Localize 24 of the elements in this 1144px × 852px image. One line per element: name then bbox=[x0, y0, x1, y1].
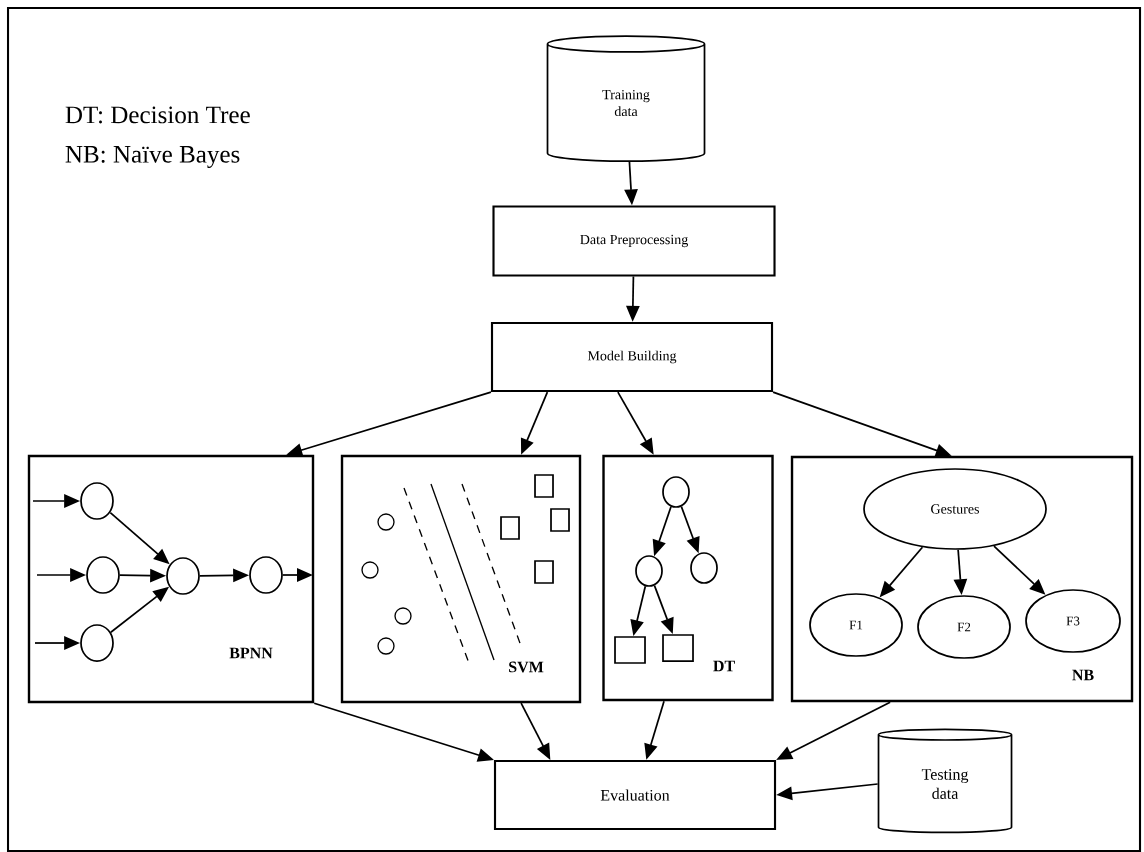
neuron-circle bbox=[86, 556, 120, 594]
process-box: Model Building bbox=[490, 321, 774, 393]
database-cylinder: Testing data bbox=[877, 728, 1013, 834]
abbreviation-note: DT: Decision Tree bbox=[65, 106, 250, 124]
model-panel: SVM bbox=[340, 454, 582, 704]
ellipse-node: Gestures bbox=[863, 468, 1047, 550]
neuron-circle bbox=[80, 482, 114, 520]
neuron-circle bbox=[662, 476, 690, 508]
ellipse-node: F3 bbox=[1025, 589, 1121, 653]
model-panel: DT bbox=[602, 454, 774, 702]
abbreviation-note: NB: Naïve Bayes bbox=[65, 146, 240, 168]
model-panel: BPNN bbox=[27, 454, 315, 704]
neuron-circle bbox=[690, 552, 718, 584]
leaf-box bbox=[614, 636, 646, 664]
process-box: Evaluation bbox=[493, 759, 777, 831]
process-box: Data Preprocessing bbox=[492, 205, 776, 277]
leaf-box bbox=[662, 634, 694, 662]
ellipse-node: F1 bbox=[809, 593, 903, 657]
ellipse-node: F2 bbox=[917, 595, 1011, 659]
neuron-circle bbox=[80, 624, 114, 662]
database-cylinder: Training data bbox=[546, 35, 706, 162]
neuron-circle bbox=[166, 557, 200, 595]
neuron-circle bbox=[249, 556, 283, 594]
neuron-circle bbox=[635, 555, 663, 587]
